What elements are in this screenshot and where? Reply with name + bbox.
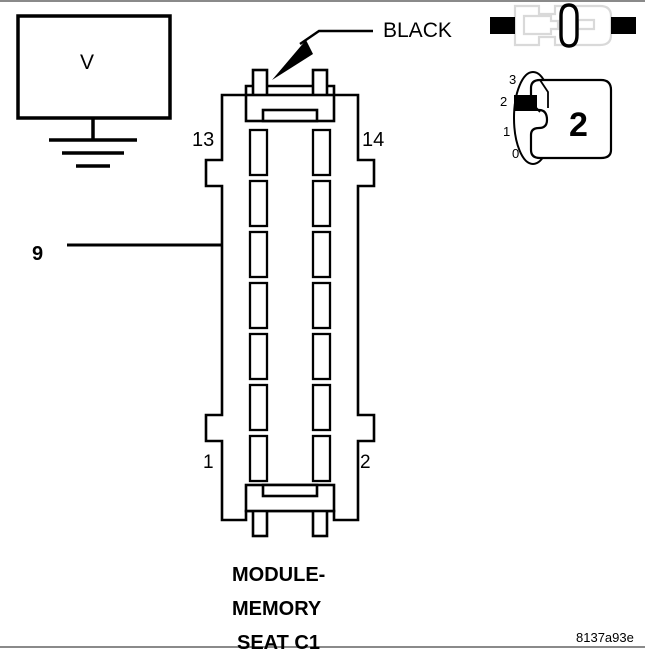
depth-scale-label-2: 2: [500, 94, 508, 109]
connector-bottom-latch: [244, 483, 336, 538]
leader-arrow-icon: [272, 29, 373, 80]
pin-label-13: 13: [192, 129, 215, 151]
depth-scale-label-3: 3: [509, 72, 517, 87]
pin-slot: [311, 332, 332, 381]
pin-slot: [311, 230, 332, 279]
pin-slot: [248, 434, 269, 483]
pin-slot: [311, 128, 332, 177]
pin-slot: [311, 281, 332, 330]
depth-value-label: 2: [569, 106, 588, 144]
pin-label-14: 14: [362, 129, 385, 151]
depth-scale-label-1: 1: [503, 124, 511, 139]
connector-top-latch: [244, 68, 336, 123]
voltmeter-label: V: [80, 51, 95, 74]
image-top-border: [0, 0, 645, 2]
connector-title-line-3: SEAT C1: [237, 632, 320, 654]
pin-label-2: 2: [360, 452, 371, 473]
pin-slot: [311, 383, 332, 432]
connector-depth-icon: [513, 71, 613, 165]
pin-slot: [248, 230, 269, 279]
depth-scale-label-0: 0: [512, 146, 520, 161]
connector-title-line-1: MODULE-: [232, 564, 326, 586]
pin-slot-column-right: [311, 128, 332, 483]
connector-title-line-2: MEMORY: [232, 598, 322, 620]
pin-slot: [248, 128, 269, 177]
wire-color-label: BLACK: [383, 19, 452, 42]
figure-code: 8137a93e: [576, 630, 634, 645]
pin-slot-column-left: [248, 128, 269, 483]
ground-symbol-icon: [49, 118, 137, 168]
voltmeter-icon: [16, 14, 172, 120]
pin-slot: [311, 434, 332, 483]
pin-slot: [248, 281, 269, 330]
connector-mating-icon: [490, 3, 636, 48]
pin-slot: [248, 383, 269, 432]
pin-slot: [311, 179, 332, 228]
connector-body-outline: [204, 84, 376, 522]
pin-label-1: 1: [203, 452, 214, 473]
pin-slot: [248, 332, 269, 381]
probe-pin-label: 9: [32, 243, 44, 265]
depth-marker: [514, 95, 537, 111]
image-bottom-border: [0, 646, 645, 648]
pin-slot: [248, 179, 269, 228]
